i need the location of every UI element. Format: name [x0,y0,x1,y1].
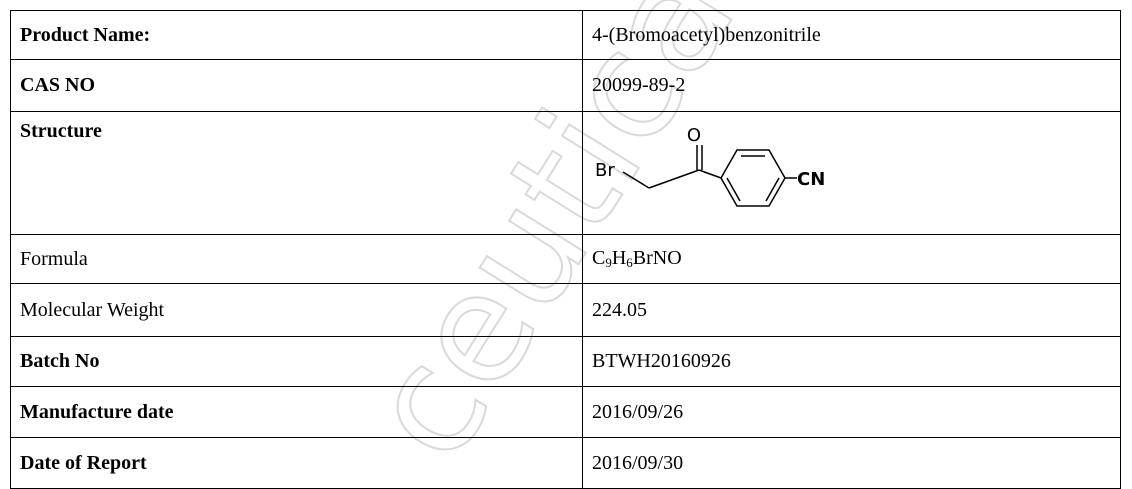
table-row: Manufacture date 2016/09/26 [10,386,1121,438]
structure-cell: O Br CN [582,111,1121,235]
molecular-weight-label: Molecular Weight [10,283,583,337]
batch-no-label: Batch No [10,336,583,387]
ring-inner-bond [726,177,741,202]
cas-no-label: CAS NO [10,59,583,112]
cas-no-value: 20099-89-2 [582,59,1121,112]
table-row: Batch No BTWH20160926 [10,336,1121,387]
formula-label: Formula [10,234,583,284]
report-date-value: 2016/09/30 [582,437,1121,489]
ring-inner-bond [765,177,780,202]
bromine-atom-label: Br [595,160,615,181]
product-spec-table: Product Name: 4-(Bromoacetyl)benzonitril… [10,10,1121,489]
table-row: Product Name: 4-(Bromoacetyl)benzonitril… [10,10,1121,60]
table-row: Formula C9H6BrNO [10,234,1121,284]
structure-label: Structure [10,111,583,235]
table-row: CAS NO 20099-89-2 [10,59,1121,112]
table-row: Molecular Weight 224.05 [10,283,1121,337]
table-row: Structure O Br CN [10,111,1121,235]
report-date-label: Date of Report [10,437,583,489]
carbonyl-ring-bond [698,169,722,179]
molecular-weight-value: 224.05 [582,283,1121,337]
formula-value: C9H6BrNO [582,234,1121,284]
chemical-structure-diagram: O Br CN [595,125,825,207]
formula-hydrogen: H [611,247,627,269]
nitrile-group-label: CN [797,169,825,190]
formula-hydrogen-count: 6 [626,255,633,270]
formula-carbon-count: 9 [605,255,612,270]
br-ch2-bond [622,171,650,189]
manufacture-date-label: Manufacture date [10,386,583,438]
formula-rest: BrNO [632,247,682,269]
table-row: Date of Report 2016/09/30 [10,437,1121,489]
manufacture-date-value: 2016/09/26 [582,386,1121,438]
formula-carbon: C [592,247,606,269]
oxygen-atom-label: O [687,125,701,146]
product-name-label: Product Name: [10,10,583,60]
product-name-value: 4-(Bromoacetyl)benzonitrile [582,10,1121,60]
benzene-ring [720,149,786,207]
batch-no-value: BTWH20160926 [582,336,1121,387]
ch2-carbonyl-bond [648,169,700,189]
